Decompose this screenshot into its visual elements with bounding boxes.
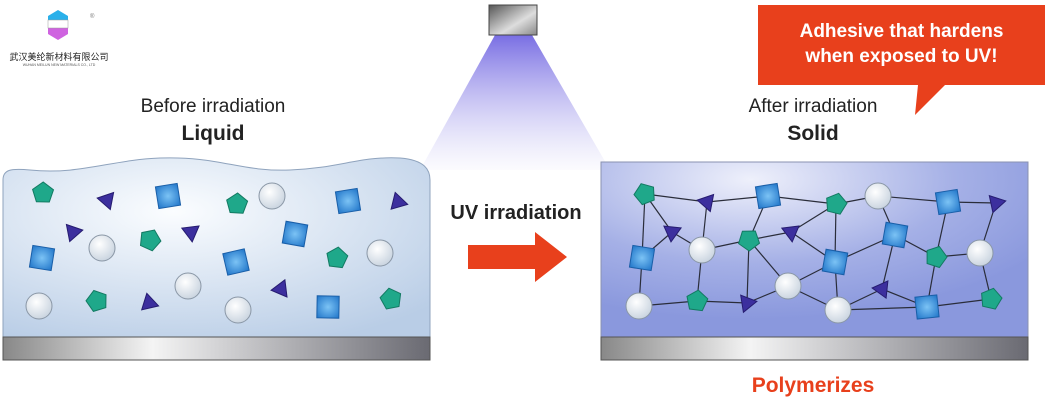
logo-company-cn: 武汉美纶新材料有限公司 — [9, 52, 109, 62]
triangle-monomer-icon — [180, 225, 200, 243]
result-label: Polymerizes — [751, 374, 875, 397]
after-caption: After irradiation — [748, 96, 878, 117]
square-monomer-icon — [821, 248, 849, 276]
pentagon-monomer-icon — [85, 289, 107, 312]
process-label: UV irradiation — [450, 202, 582, 224]
square-monomer-icon — [334, 187, 362, 215]
monomers — [25, 181, 409, 324]
square-monomer-icon — [154, 182, 182, 210]
pentagon-monomer-icon — [379, 287, 402, 310]
triangle-monomer-icon — [390, 191, 409, 210]
callout-text: Adhesive that hardens when exposed to UV! — [758, 19, 1045, 69]
square-monomer-icon — [754, 182, 782, 210]
triangle-monomer-icon — [663, 225, 683, 243]
square-monomer-icon — [914, 294, 940, 320]
before-state: Liquid — [181, 122, 245, 145]
circle-monomer-icon — [366, 239, 394, 267]
uv-lamp — [420, 4, 610, 170]
square-monomer-icon — [628, 244, 656, 272]
company-logo — [47, 10, 69, 40]
bond-line — [837, 306, 928, 311]
pentagon-monomer-icon — [226, 192, 249, 214]
square-monomer-icon — [281, 220, 309, 248]
pentagon-monomer-icon — [981, 287, 1003, 310]
triangle-monomer-icon — [270, 278, 288, 298]
lamp-icon — [488, 4, 538, 36]
square-monomer-icon — [222, 248, 250, 276]
triangle-monomer-icon — [96, 191, 115, 211]
circle-monomer-icon — [174, 272, 202, 300]
triangle-monomer-icon — [871, 280, 889, 300]
pentagon-monomer-icon — [326, 246, 349, 269]
circle-monomer-icon — [224, 296, 252, 324]
logo-company-en: WUHAN MEILUN NEW MATERIALS CO., LTD — [22, 63, 96, 67]
substrate-left — [2, 336, 431, 361]
circle-monomer-icon — [258, 182, 286, 210]
liquid-adhesive — [2, 157, 431, 338]
circle-monomer-icon — [625, 292, 653, 320]
pentagon-monomer-icon — [633, 183, 655, 206]
circle-monomer-icon — [864, 182, 892, 210]
triangle-monomer-icon — [988, 194, 1007, 214]
polymer-network — [625, 182, 1007, 324]
triangle-monomer-icon — [740, 294, 758, 314]
square-monomer-icon — [28, 244, 56, 272]
pentagon-monomer-icon — [32, 181, 55, 203]
circle-monomer-icon — [824, 296, 852, 324]
after-state: Solid — [787, 122, 839, 145]
pentagon-monomer-icon — [686, 289, 709, 312]
square-monomer-icon — [881, 221, 909, 249]
circle-monomer-icon — [88, 234, 116, 262]
pentagon-monomer-icon — [926, 245, 948, 269]
substrate-right — [600, 336, 1029, 361]
square-monomer-icon — [316, 295, 340, 319]
solid-adhesive — [600, 161, 1029, 338]
circle-monomer-icon — [25, 292, 53, 320]
circle-monomer-icon — [688, 236, 716, 264]
arrow-icon — [468, 232, 567, 282]
pentagon-monomer-icon — [826, 192, 848, 215]
triangle-monomer-icon — [780, 225, 800, 243]
callout-bubble — [758, 5, 1045, 115]
bond-line — [644, 193, 708, 203]
before-caption: Before irradiation — [140, 96, 286, 117]
pentagon-monomer-icon — [738, 230, 761, 252]
triangle-monomer-icon — [140, 292, 160, 311]
circle-monomer-icon — [966, 239, 994, 267]
pentagon-monomer-icon — [139, 229, 162, 252]
callout-line-2: when exposed to UV! — [805, 46, 998, 67]
triangle-monomer-icon — [696, 193, 715, 213]
square-monomer-icon — [934, 188, 962, 216]
logo-registered-mark: ® — [90, 14, 95, 20]
triangle-monomer-icon — [65, 223, 84, 243]
circle-monomer-icon — [774, 272, 802, 300]
uv-light-beam — [420, 35, 610, 170]
callout-line-1: Adhesive that hardens — [799, 21, 1004, 42]
